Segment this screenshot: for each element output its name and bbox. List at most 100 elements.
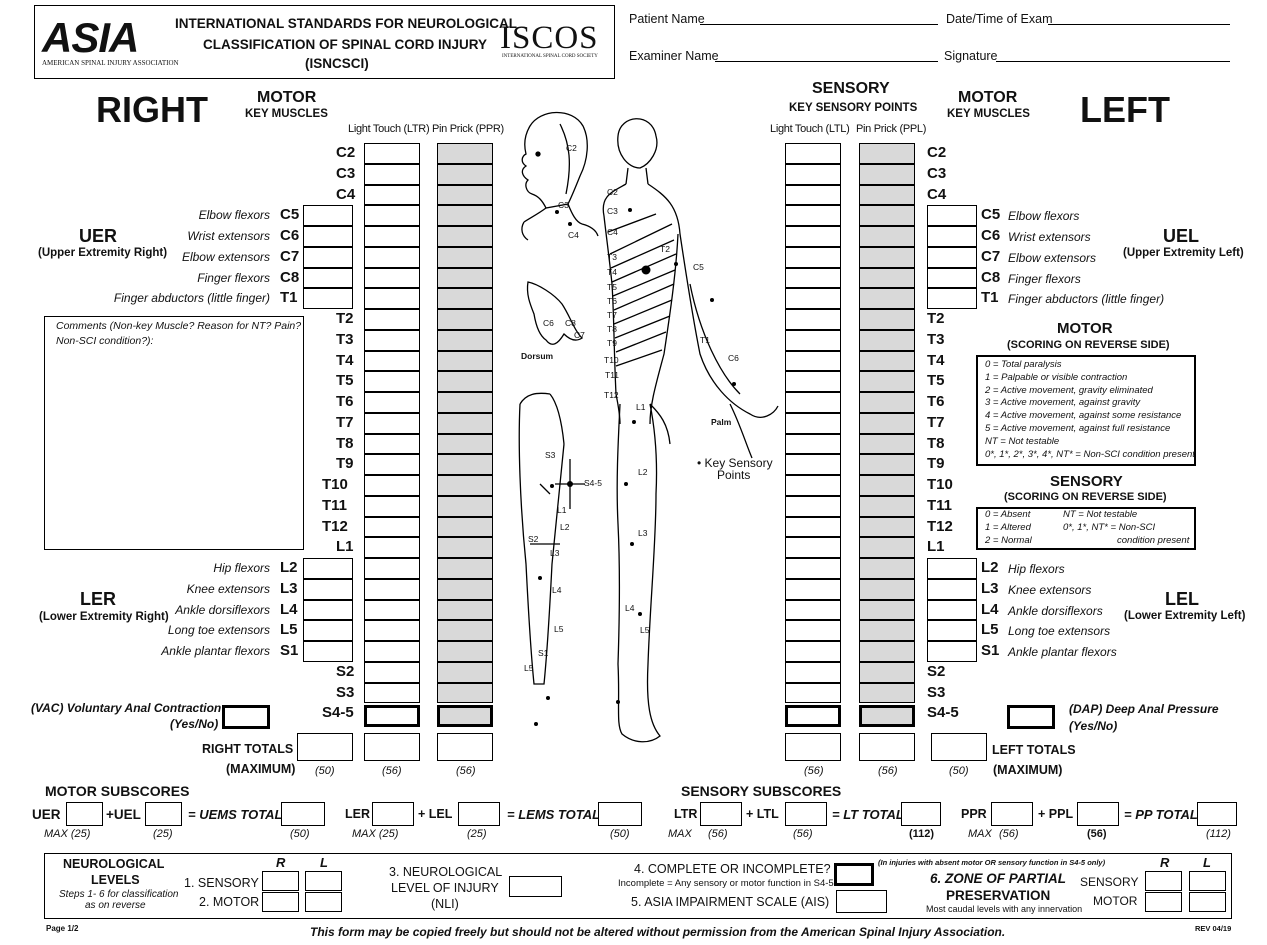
left-motor-cell-c8[interactable] — [927, 267, 977, 289]
left-pp-cell-c8[interactable] — [859, 267, 915, 289]
motor-level-left[interactable] — [305, 892, 342, 912]
left-lt-cell-t2[interactable] — [785, 309, 841, 330]
right-pp-cell-t10[interactable] — [437, 475, 493, 496]
right-lt-cell-s2[interactable] — [364, 661, 420, 683]
right-lt-cell-t7[interactable] — [364, 412, 420, 434]
left-lt-cell-c6[interactable] — [785, 226, 841, 247]
right-pp-cell-c5[interactable] — [437, 205, 493, 226]
left-motor-cell-l5[interactable] — [927, 620, 977, 641]
uel-subscore[interactable] — [145, 802, 182, 826]
right-lt-cell-t3[interactable] — [364, 329, 420, 351]
dap-box[interactable] — [1007, 705, 1055, 729]
right-pp-cell-t4[interactable] — [437, 350, 493, 372]
right-motor-cell-l3[interactable] — [303, 578, 353, 600]
ltr-subscore[interactable] — [700, 802, 742, 826]
right-lt-cell-t12[interactable] — [364, 516, 420, 538]
left-lt-cell-l3[interactable] — [785, 578, 841, 600]
sensory-level-left[interactable] — [305, 871, 342, 891]
right-lt-cell-s1[interactable] — [364, 641, 420, 662]
left-pp-cell-t4[interactable] — [859, 350, 915, 372]
ppr-subscore[interactable] — [991, 802, 1033, 826]
left-pp-cell-s1[interactable] — [859, 641, 915, 662]
left-pp-cell-t8[interactable] — [859, 433, 915, 455]
right-lt-cell-t4[interactable] — [364, 350, 420, 372]
ltl-subscore[interactable] — [785, 802, 827, 826]
right-lt-cell-c6[interactable] — [364, 226, 420, 247]
right-pp-cell-s3[interactable] — [437, 682, 493, 704]
left-pp-cell-s3[interactable] — [859, 682, 915, 704]
left-pp-cell-t12[interactable] — [859, 516, 915, 538]
right-lt-cell-l1[interactable] — [364, 537, 420, 558]
left-lt-cell-c8[interactable] — [785, 267, 841, 289]
right-motor-cell-c7[interactable] — [303, 246, 353, 268]
right-motor-cell-t1[interactable] — [303, 288, 353, 309]
left-pp-cell-c6[interactable] — [859, 226, 915, 247]
left-pp-cell-t11[interactable] — [859, 495, 915, 517]
right-lt-cell-t8[interactable] — [364, 433, 420, 455]
left-pp-cell-l4[interactable] — [859, 599, 915, 621]
left-lt-cell-s2[interactable] — [785, 661, 841, 683]
left-lt-cell-l4[interactable] — [785, 599, 841, 621]
left-pp-cell-l3[interactable] — [859, 578, 915, 600]
left-pp-cell-t1[interactable] — [859, 288, 915, 309]
right-motor-total[interactable] — [297, 733, 353, 761]
left-lt-cell-t1[interactable] — [785, 288, 841, 309]
right-pp-cell-t1[interactable] — [437, 288, 493, 309]
ais-box[interactable] — [836, 890, 887, 913]
right-pp-cell-t7[interactable] — [437, 412, 493, 434]
ppl-subscore[interactable] — [1077, 802, 1119, 826]
right-lt-cell-l2[interactable] — [364, 558, 420, 579]
left-pp-total[interactable] — [859, 733, 915, 761]
right-lt-cell-t5[interactable] — [364, 371, 420, 392]
vac-box[interactable] — [222, 705, 270, 729]
patient-name-field[interactable] — [700, 24, 938, 25]
right-motor-cell-l5[interactable] — [303, 620, 353, 641]
left-pp-cell-c7[interactable] — [859, 246, 915, 268]
lel-subscore[interactable] — [458, 802, 500, 826]
right-pp-cell-c7[interactable] — [437, 246, 493, 268]
left-lt-cell-c4[interactable] — [785, 184, 841, 206]
left-lt-cell-c3[interactable] — [785, 163, 841, 185]
zpp-sensory-left[interactable] — [1189, 871, 1226, 891]
left-lt-cell-l2[interactable] — [785, 558, 841, 579]
right-pp-cell-c8[interactable] — [437, 267, 493, 289]
right-lt-cell-t2[interactable] — [364, 309, 420, 330]
motor-level-right[interactable] — [262, 892, 299, 912]
examiner-field[interactable] — [715, 61, 938, 62]
right-lt-cell-l5[interactable] — [364, 620, 420, 641]
right-pp-cell-c6[interactable] — [437, 226, 493, 247]
left-motor-cell-c6[interactable] — [927, 226, 977, 247]
right-motor-cell-c5[interactable] — [303, 205, 353, 226]
right-lt-cell-s4-5[interactable] — [364, 705, 420, 728]
right-pp-cell-l1[interactable] — [437, 537, 493, 558]
zpp-motor-left[interactable] — [1189, 892, 1226, 912]
left-pp-cell-c3[interactable] — [859, 163, 915, 185]
left-lt-cell-t3[interactable] — [785, 329, 841, 351]
right-pp-cell-t9[interactable] — [437, 454, 493, 475]
left-pp-cell-t6[interactable] — [859, 392, 915, 413]
left-lt-cell-c7[interactable] — [785, 246, 841, 268]
right-pp-cell-s2[interactable] — [437, 661, 493, 683]
right-pp-cell-l2[interactable] — [437, 558, 493, 579]
right-pp-total[interactable] — [437, 733, 493, 761]
right-lt-cell-t10[interactable] — [364, 475, 420, 496]
left-lt-cell-c5[interactable] — [785, 205, 841, 226]
left-pp-cell-c5[interactable] — [859, 205, 915, 226]
pp-total[interactable] — [1197, 802, 1237, 826]
left-motor-cell-s1[interactable] — [927, 641, 977, 662]
lems-total[interactable] — [598, 802, 642, 826]
right-lt-cell-c3[interactable] — [364, 163, 420, 185]
right-lt-cell-l4[interactable] — [364, 599, 420, 621]
left-pp-cell-t10[interactable] — [859, 475, 915, 496]
left-pp-cell-t9[interactable] — [859, 454, 915, 475]
right-lt-cell-t11[interactable] — [364, 495, 420, 517]
left-lt-cell-l5[interactable] — [785, 620, 841, 641]
left-lt-cell-t6[interactable] — [785, 392, 841, 413]
sensory-level-right[interactable] — [262, 871, 299, 891]
right-lt-cell-l3[interactable] — [364, 578, 420, 600]
comments-box[interactable] — [44, 316, 304, 550]
left-motor-cell-t1[interactable] — [927, 288, 977, 309]
right-pp-cell-t12[interactable] — [437, 516, 493, 538]
left-lt-cell-t8[interactable] — [785, 433, 841, 455]
left-motor-cell-c7[interactable] — [927, 246, 977, 268]
